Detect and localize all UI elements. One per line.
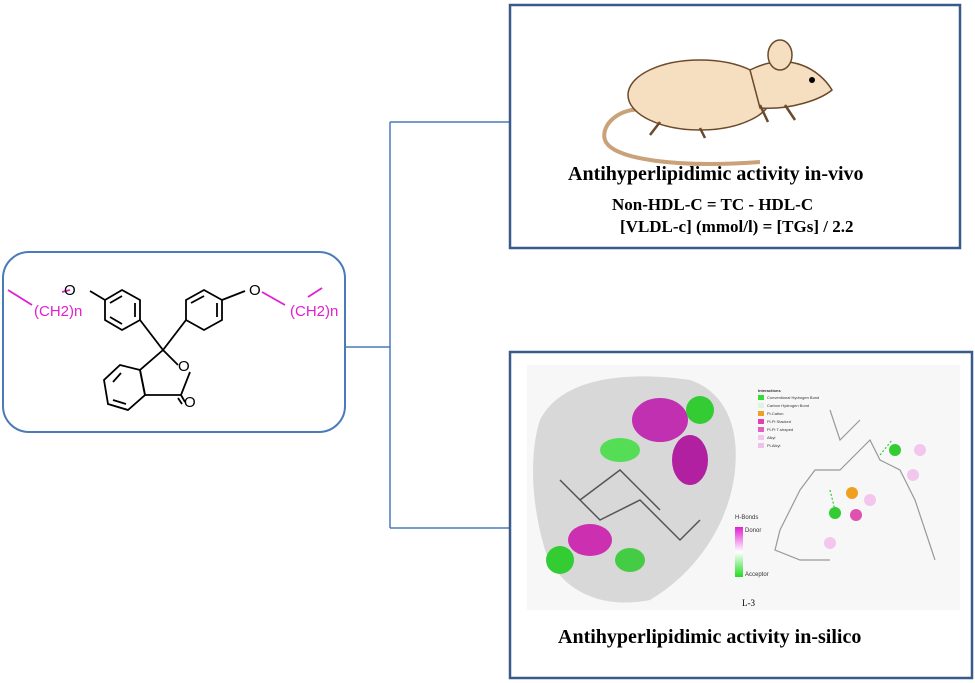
alkyl-chain-bonds: [7, 287, 323, 306]
left-alkyl-chain: (CH2)n: [34, 303, 83, 320]
protein-surface: [533, 376, 736, 603]
legend-item-label: Conventional Hydrogen Bond: [767, 395, 820, 400]
ligand-label: L-3: [742, 598, 755, 608]
legend-item-label: Pi-Pi Stacked: [767, 419, 792, 424]
mouse-illustration: [602, 39, 833, 166]
legend-swatch: [758, 403, 764, 408]
insilico-title: Antihyperlipidimic activity in-silico: [558, 626, 862, 648]
right-oxygen: O: [249, 282, 261, 299]
legend-swatch: [758, 443, 764, 448]
legend-item-label: Alkyl: [767, 435, 776, 440]
acceptor-label: Acceptor: [745, 572, 769, 578]
legend-item-label: Pi-Cation: [767, 411, 784, 416]
left-oxygen: O: [64, 282, 76, 299]
hbond-color-scale: [735, 527, 743, 577]
vldl-equation: [VLDL-c] (mmol/l) = [TGs] / 2.2: [620, 217, 854, 236]
legend-item-label: Pi-Alkyl: [767, 443, 781, 448]
molecule-structure: [89, 288, 246, 412]
legend-swatch: [758, 427, 764, 432]
non-hdl-equation: Non-HDL-C = TC - HDL-C: [612, 195, 814, 214]
invivo-title: Antihyperlipidimic activity in-vivo: [568, 163, 864, 185]
ring-oxygen: O: [178, 358, 190, 375]
legend-swatch: [758, 411, 764, 416]
interaction-diagram: [774, 409, 936, 561]
hbonds-label: H-Bonds: [735, 515, 759, 521]
legend-item-label: Pi-Pi T-shaped: [767, 427, 794, 432]
invivo-box: [508, 3, 962, 250]
legend-swatch: [758, 395, 764, 400]
legend-title: Interactions: [758, 388, 781, 393]
legend-swatch: [758, 419, 764, 424]
molecule-box: [2, 251, 346, 433]
legend-item-label: Carbon Hydrogen Bond: [767, 403, 810, 408]
legend-swatch: [758, 435, 764, 440]
right-alkyl-chain: (CH2)n: [290, 303, 339, 320]
connector-lines: [345, 121, 510, 529]
donor-label: Donor: [745, 528, 762, 534]
carbonyl-oxygen: O: [184, 394, 196, 411]
